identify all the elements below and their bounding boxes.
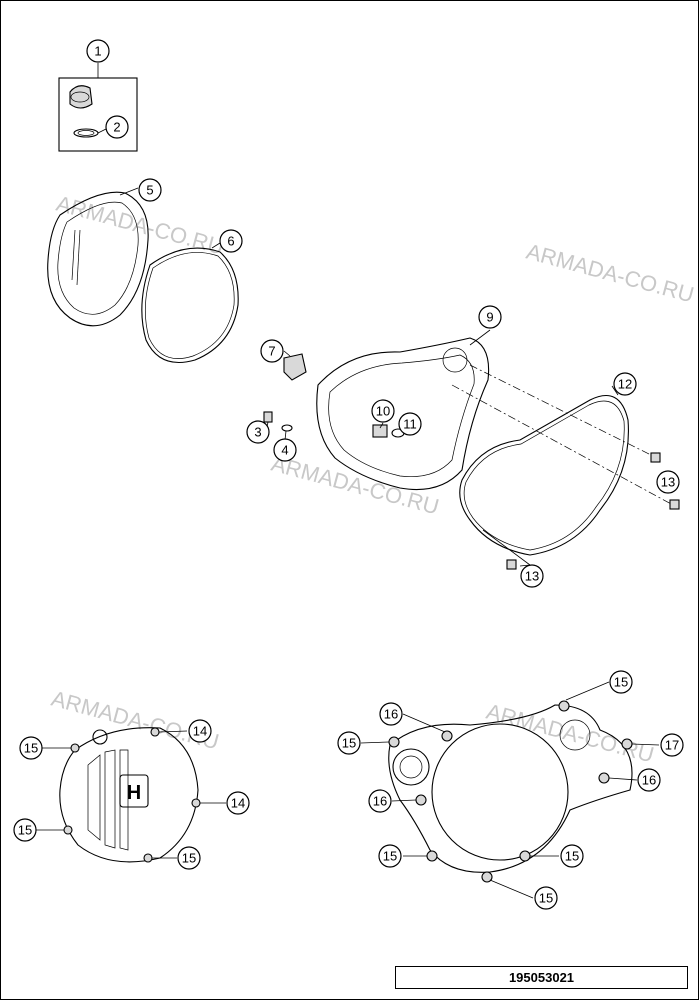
svg-text:6: 6: [227, 234, 234, 249]
callout-15-h: 15: [534, 886, 558, 910]
callout-15-e: 15: [337, 731, 361, 755]
callout-15-b: 15: [13, 818, 37, 842]
svg-text:13: 13: [525, 569, 539, 584]
document-number: 195053021: [395, 966, 688, 989]
svg-text:H: H: [127, 782, 141, 804]
callout-16-a: 16: [379, 702, 403, 726]
watermark-3: ARMADA-CO.RU: [269, 451, 442, 520]
svg-text:16: 16: [384, 707, 398, 722]
plug-kit: [58, 63, 138, 152]
callout-17: 17: [660, 733, 684, 757]
callout-16-c: 16: [368, 789, 392, 813]
callout-14-a: 14: [188, 719, 212, 743]
svg-text:15: 15: [565, 849, 579, 864]
watermark-1: ARMADA-CO.RU: [54, 191, 227, 260]
watermark-2: ARMADA-CO.RU: [524, 239, 697, 308]
small-parts: [263, 350, 307, 441]
callout-3: 3: [246, 420, 270, 444]
svg-text:2: 2: [113, 120, 120, 135]
svg-text:10: 10: [376, 404, 390, 419]
lower-leaders: [36, 681, 660, 899]
svg-text:14: 14: [193, 724, 207, 739]
callout-15-c: 15: [177, 846, 201, 870]
svg-text:15: 15: [182, 851, 196, 866]
svg-text:17: 17: [665, 738, 679, 753]
outer-clutch-cover: [47, 187, 149, 327]
svg-text:14: 14: [231, 796, 245, 811]
assembled-outer-cover: H: [59, 727, 201, 863]
svg-text:3: 3: [254, 425, 261, 440]
callout-4: 4: [273, 438, 297, 462]
callout-9: 9: [478, 305, 502, 329]
svg-text:16: 16: [642, 773, 656, 788]
callout-15-g: 15: [560, 844, 584, 868]
svg-text:15: 15: [18, 823, 32, 838]
svg-text:15: 15: [614, 675, 628, 690]
callout-10: 10: [371, 399, 395, 423]
svg-text:11: 11: [403, 417, 417, 432]
callout-12: 12: [613, 372, 637, 396]
callout-13-b: 13: [520, 564, 544, 588]
svg-text:9: 9: [486, 310, 493, 325]
svg-text:4: 4: [281, 443, 288, 458]
inner-clutch-cover: [316, 329, 491, 491]
callout-16-b: 16: [637, 768, 661, 792]
svg-text:1: 1: [94, 44, 101, 59]
svg-text:12: 12: [618, 377, 632, 392]
callout-5: 5: [138, 178, 162, 202]
svg-text:13: 13: [661, 475, 675, 490]
svg-text:15: 15: [342, 736, 356, 751]
callout-15-f: 15: [378, 844, 402, 868]
callout-15-d: 15: [609, 670, 633, 694]
callout-7: 7: [260, 339, 284, 363]
watermark-5: ARMADA-CO.RU: [484, 699, 657, 768]
callout-2: 2: [105, 115, 129, 139]
callout-6: 6: [219, 229, 243, 253]
clutch-cover-gasket: [141, 242, 239, 364]
svg-text:15: 15: [24, 741, 38, 756]
svg-text:16: 16: [373, 794, 387, 809]
callout-14-b: 14: [226, 791, 250, 815]
callout-1: 1: [86, 39, 110, 63]
inner-cover-gasket: [451, 364, 680, 570]
svg-text:15: 15: [539, 891, 553, 906]
callout-11: 11: [398, 412, 422, 436]
svg-text:15: 15: [383, 849, 397, 864]
svg-text:7: 7: [268, 344, 275, 359]
callout-15-a: 15: [19, 736, 43, 760]
callout-13-a: 13: [656, 470, 680, 494]
svg-text:5: 5: [146, 183, 153, 198]
